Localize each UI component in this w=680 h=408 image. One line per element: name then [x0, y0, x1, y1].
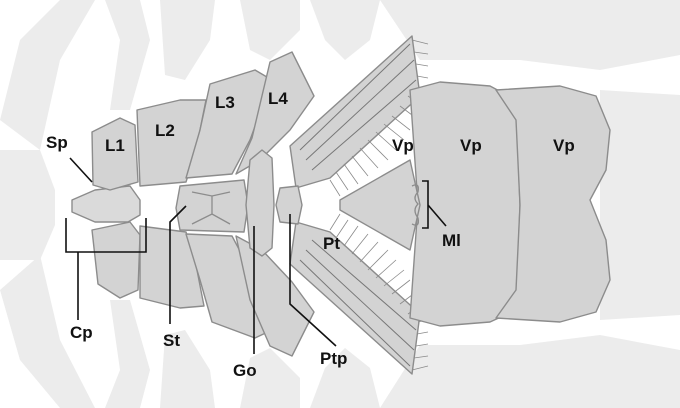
coxa-l1-plate	[91, 117, 139, 191]
label-sp: Sp	[46, 133, 68, 152]
label-vp-3: Vp	[553, 136, 575, 155]
label-ptp: Ptp	[320, 349, 347, 368]
label-vp-1: Vp	[392, 136, 414, 155]
coxa-lower-l3-plate	[185, 233, 273, 339]
label-l3: L3	[215, 93, 235, 112]
coxal-region	[71, 51, 315, 357]
sp-leader	[69, 157, 93, 183]
label-vp-2: Vp	[460, 136, 482, 155]
ventral-plate-front	[339, 159, 421, 251]
label-ml: Ml	[442, 231, 461, 250]
coxa-lower-l2-plate	[139, 225, 205, 309]
label-l4: L4	[268, 89, 288, 108]
label-go: Go	[233, 361, 257, 380]
pectinal-plate	[275, 185, 303, 225]
sternum	[175, 179, 249, 233]
labels: Sp L1 L2 L3 L4 Vp Vp Vp Ml Pt Cp St Go P…	[46, 89, 575, 380]
genital-operculum	[245, 149, 275, 257]
sternal-base-plate	[71, 185, 141, 223]
st-leader	[169, 205, 187, 324]
ventral-plate-1	[409, 81, 521, 327]
cp-bracket	[65, 218, 147, 320]
label-l2: L2	[155, 121, 175, 140]
label-cp: Cp	[70, 323, 93, 342]
ptp-leader	[289, 214, 337, 347]
pecten-upper	[289, 35, 421, 189]
coxa-lower-l1-plate	[91, 221, 141, 299]
leader-lines	[65, 157, 447, 354]
label-pt: Pt	[323, 234, 340, 253]
ml-bracket	[422, 180, 447, 229]
coxa-l3-plate	[185, 69, 273, 179]
ventral-plate-2	[495, 85, 611, 323]
coxa-l4-plate	[235, 51, 315, 175]
pecten-lower	[289, 221, 421, 375]
ventral-plates	[339, 81, 611, 327]
genital-operculum-plate	[245, 149, 275, 257]
label-st: St	[163, 331, 180, 350]
pectines	[275, 35, 429, 375]
median-lobe-contour	[411, 184, 420, 226]
label-l1: L1	[105, 136, 125, 155]
